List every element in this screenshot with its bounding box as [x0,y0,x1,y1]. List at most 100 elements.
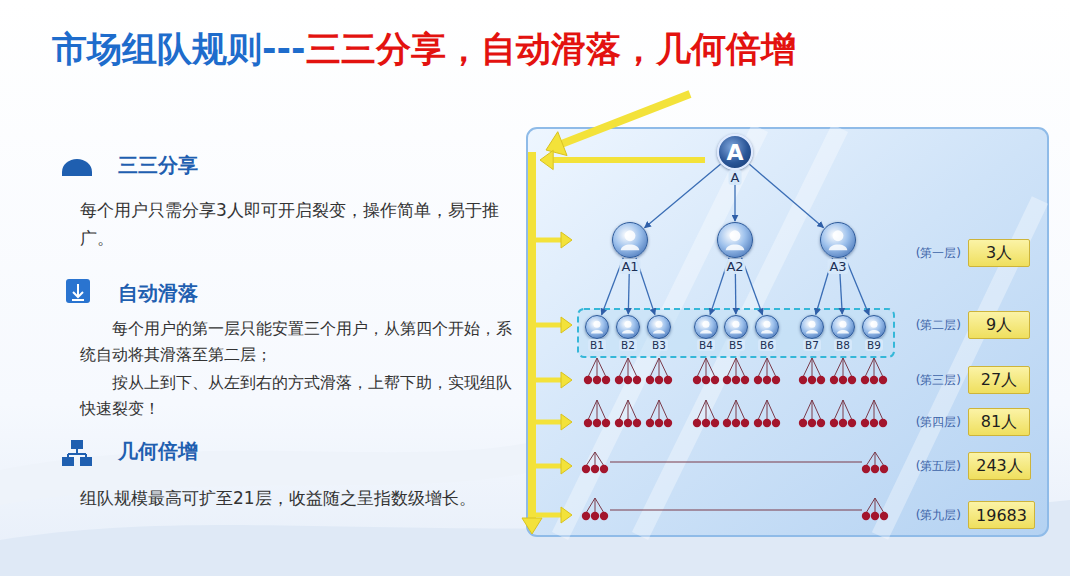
branch-line [875,452,876,466]
layer-label: (第一层) [916,245,961,262]
count-box: (第五层)243人 [968,452,1031,480]
branch-line [803,400,812,420]
slide-icon [66,279,90,303]
member-node: B8 [831,315,855,339]
member-dot [861,376,869,384]
count-box: (第九层)19683 [968,501,1035,529]
root-member: AA [717,134,753,170]
yellow-arrow-shaft [536,378,561,383]
branch-line [595,452,604,466]
member-dot [593,419,601,427]
branch-line [843,400,844,420]
count-box: (第一层)3人 [968,239,1030,267]
section-body: 按从上到下、从左到右的方式滑落，上帮下助，实现组队快速裂变！ [80,370,516,422]
member-node: A3 [820,222,856,258]
member-dot [772,419,780,427]
yellow-arrow-head [540,150,553,169]
member-dot [754,376,762,384]
count-value: 3人 [986,243,1012,264]
person-body [591,330,603,334]
member-dot [646,419,654,427]
branch-line [595,498,604,513]
member-dot [799,419,807,427]
person-icon [756,316,778,338]
branch-line [875,498,876,513]
branch-line [610,462,862,463]
branch-line [874,358,883,377]
branch-line [727,358,736,377]
title-text: 市场组队规则--- [52,29,306,69]
layer-label: (第二层) [916,317,961,334]
count-box: (第三层)27人 [968,366,1030,394]
branch-line [812,400,813,420]
branch-line [597,358,606,377]
member-dot [870,419,878,427]
branch-line [875,498,884,513]
branch-line [586,498,595,513]
member-dot [879,376,887,384]
branch-line [767,358,776,377]
member-dot [633,419,641,427]
member-dot [732,419,740,427]
branch-line [767,400,768,420]
member-dot [615,419,623,427]
branch-line [628,358,629,377]
branch-line [597,400,598,420]
member-dot [646,376,654,384]
member-dot [871,465,879,473]
person-icon [718,223,752,257]
member-dot [655,376,663,384]
person-body [730,330,742,334]
branch-line [812,358,813,377]
member-dot [582,512,590,520]
branch-line [659,400,660,420]
slide-title: 市场组队规则---三三分享，自动滑落，几何倍增 [52,26,796,73]
person-body [761,330,773,334]
branch-line [628,400,629,420]
person-icon [832,316,854,338]
branch-line [595,452,596,466]
branch-line [865,400,874,420]
branch-line [736,358,737,377]
node-label: B3 [650,339,668,351]
member-dot [693,419,701,427]
branch-line [628,400,637,420]
member-dot [871,512,879,520]
member-dot [664,419,672,427]
node-letter: A [719,136,751,168]
person-icon [821,223,855,257]
branch-line [697,358,706,377]
count-box: (第二层)9人 [968,311,1030,339]
member-dot [602,419,610,427]
yellow-arrow-head [546,132,567,156]
branch-line [650,400,659,420]
member-node: B1 [585,315,609,339]
person-icon [617,316,639,338]
branch-line [874,358,875,377]
member-node: B4 [694,315,718,339]
member-dot [830,376,838,384]
branch-line [650,358,659,377]
branch-line [697,400,706,420]
member-node: B9 [862,315,886,339]
member-node: A2 [717,222,753,258]
node-label: B1 [588,339,606,351]
hierarchy-icon [62,457,74,466]
member-dot [600,465,608,473]
person-body [806,330,818,334]
member-dot [711,419,719,427]
member-dot [870,376,878,384]
yellow-arrow-head [561,414,572,430]
person-head [763,321,770,328]
share-icon [62,159,92,172]
branch-line [834,400,843,420]
branch-line [875,452,884,466]
yellow-arrow-head [561,232,572,248]
person-head [624,321,631,328]
yellow-arrow-head [561,372,572,388]
yellow-arrow-shaft [553,157,705,163]
node-label: B8 [834,339,852,351]
node-label: A2 [724,259,745,274]
hierarchy-icon [68,449,86,458]
